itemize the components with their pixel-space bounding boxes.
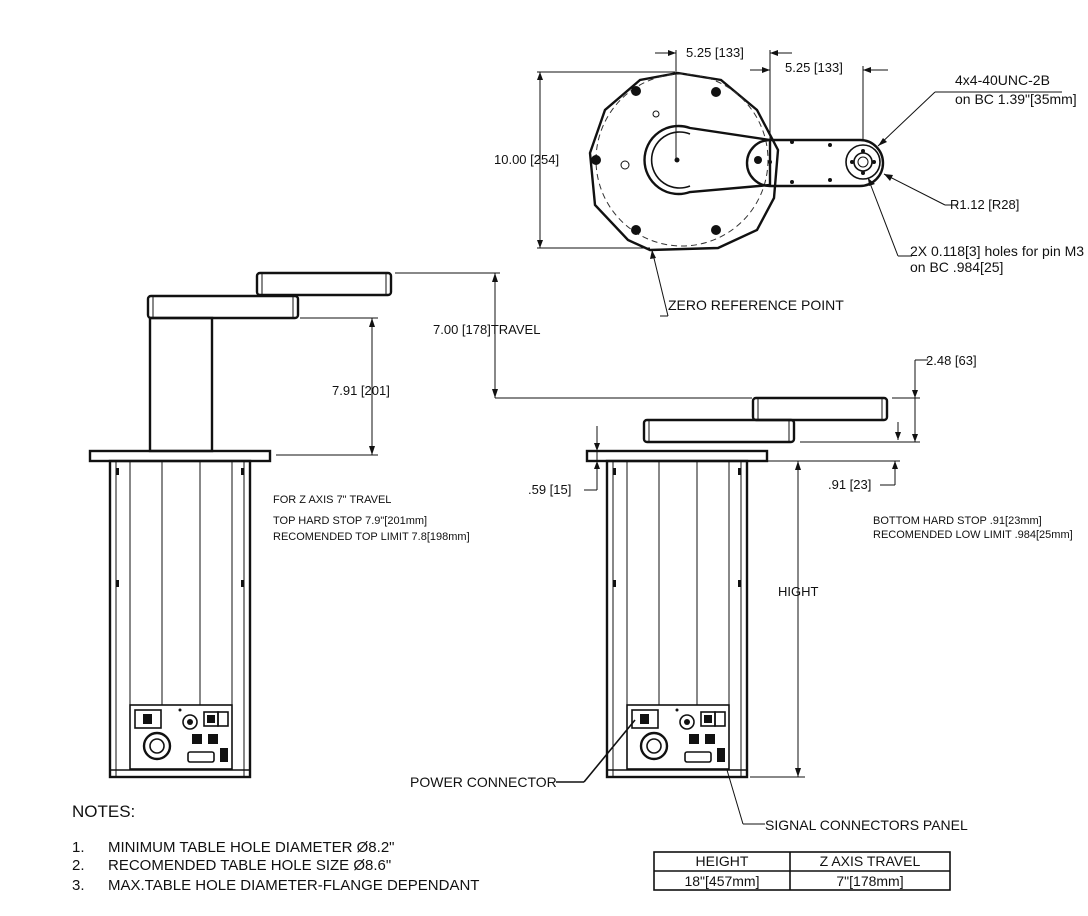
dim-arm: 2.48 [63] [926,353,977,368]
left-connector-panel [129,704,233,770]
note-text-1: MINIMUM TABLE HOLE DIAMETER Ø8.2" [108,839,395,856]
left-upper-arm [255,271,393,297]
callout-radius: R1.12 [R28] [950,197,1019,212]
note-number-3: 3. [72,877,85,894]
dim-offset-left: 5.25 [133] [686,45,744,60]
dim-diameter: 10.00 [254] [494,152,559,167]
right-upper-arm [751,396,889,422]
callout-pin-bc: on BC .984[25] [910,259,1003,275]
left-flange [88,449,272,463]
callout-thread: 4x4-40UNC-2B [955,72,1050,88]
right-lower-arm [642,418,796,444]
callout-zero-reference: ZERO REFERENCE POINT [668,297,844,313]
right-note-line1: BOTTOM HARD STOP .91[23mm] [873,515,1042,527]
dim-offset-right: 5.25 [133] [785,60,843,75]
left-note-line2: TOP HARD STOP 7.9"[201mm] [273,515,427,527]
dim-flange: .59 [15] [528,482,571,497]
table-cell-height: 18"[457mm] [684,873,759,889]
right-body [605,459,749,779]
table-header-height: HEIGHT [696,853,749,869]
table-cell-travel: 7"[178mm] [836,873,903,889]
outer-arm [745,138,885,188]
callout-pin-holes: 2X 0.118[3] holes for pin M3 [910,243,1084,259]
inner-arm [643,124,772,196]
dim-bottom: .91 [23] [828,477,871,492]
right-note-line2: RECOMENDED LOW LIMIT .984[25mm] [873,529,1073,541]
notes-title: NOTES: [72,802,135,821]
dimension-table: HEIGHT Z AXIS TRAVEL 18"[457mm] 7"[178mm… [653,851,951,891]
callout-signal-panel: SIGNAL CONNECTORS PANEL [765,817,968,833]
top-view: 5.25 [133] 5.25 [133] 10.00 [254] 4x4-40… [494,45,1084,317]
left-lower-arm [146,294,300,320]
note-text-2: RECOMENDED TABLE HOLE SIZE Ø8.6" [108,857,391,874]
right-connector-panel [626,704,730,770]
note-number-1: 1. [72,839,85,856]
left-column [148,316,214,453]
left-note-line1: FOR Z AXIS 7" TRAVEL [273,494,391,506]
dim-height: HIGHT [778,584,819,599]
right-side-view: 2.48 [63] .59 [15] .91 [23] HIGHT BOTTOM… [528,353,1073,779]
callouts: POWER CONNECTOR SIGNAL CONNECTORS PANEL [410,719,968,833]
dim-travel: 7.00 [178]TRAVEL [433,322,540,337]
note-number-2: 2. [72,857,85,874]
callout-thread-bc: on BC 1.39"[35mm] [955,91,1077,107]
base-outline [588,71,780,252]
callout-power-connector: POWER CONNECTOR [410,774,557,790]
left-body [108,459,252,779]
right-flange [585,449,769,463]
dim-column: 7.91 [201] [332,383,390,398]
end-flange [845,144,881,180]
left-side-view: 7.00 [178]TRAVEL 7.91 [201] FOR Z AXIS 7… [88,271,752,779]
reference-circle [595,73,769,247]
left-note-line3: RECOMENDED TOP LIMIT 7.8[198mm] [273,531,470,543]
table-header-travel: Z AXIS TRAVEL [820,853,921,869]
notes-block: NOTES: 1. MINIMUM TABLE HOLE DIAMETER Ø8… [72,802,479,894]
note-text-3: MAX.TABLE HOLE DIAMETER-FLANGE DEPENDANT [108,877,479,894]
